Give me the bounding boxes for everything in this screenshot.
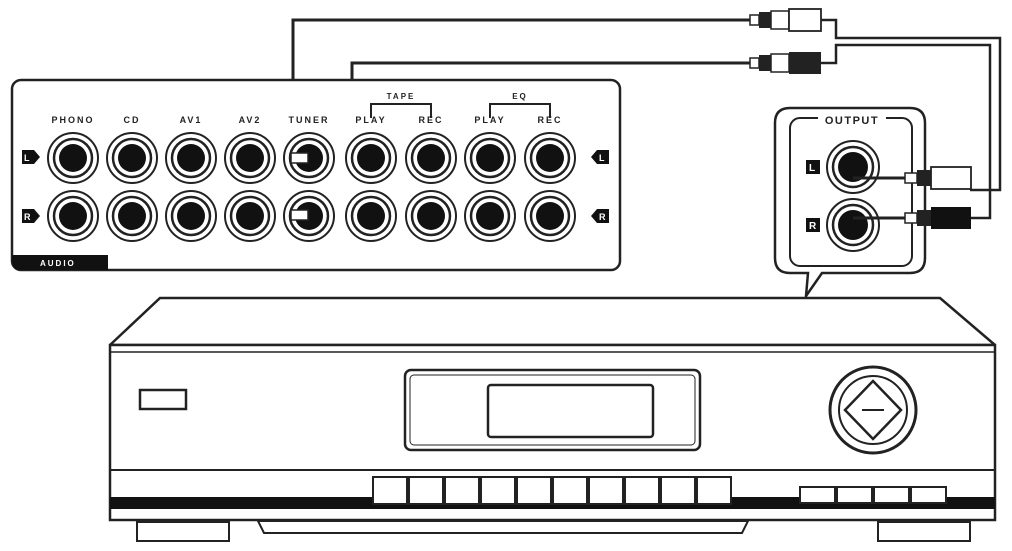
power-button [138, 388, 188, 411]
audio-jack-rec-6-r [405, 190, 457, 242]
display-window [403, 368, 702, 452]
audio-jack-cd-1-r [106, 190, 158, 242]
audio-jack-play-5-r [345, 190, 397, 242]
col-label-phono: PHONO [51, 115, 94, 125]
rca-plug-right [749, 52, 821, 74]
small-button-4 [910, 486, 947, 504]
svg-text:R: R [599, 212, 606, 222]
front-button-5 [516, 476, 552, 505]
output-callout: OUTPUT L R [773, 106, 972, 301]
audio-jack-rec-8-l [524, 132, 576, 184]
front-button-9 [660, 476, 696, 505]
eq-group-label: EQ [512, 92, 528, 101]
audio-jack-rec-6-l [405, 132, 457, 184]
small-button-1 [799, 486, 836, 504]
small-button-2 [836, 486, 873, 504]
col-label-cd: CD [124, 115, 141, 125]
front-button-2 [408, 476, 444, 505]
col-label-tuner: TUNER [289, 115, 330, 125]
output-label-l: L [806, 160, 820, 174]
svg-text:L: L [24, 153, 30, 163]
audio-jack-play-5-l [345, 132, 397, 184]
row-marker-right-r: R [591, 209, 609, 223]
output-jack-right [826, 198, 880, 252]
front-button-3 [444, 476, 480, 505]
front-button-1 [372, 476, 408, 505]
jack-array [47, 132, 576, 242]
output-title: OUTPUT [825, 115, 879, 127]
col-label-av2: AV2 [239, 115, 262, 125]
tuner-plug-tips [290, 152, 309, 221]
rca-plug-left [749, 8, 822, 32]
col-label-av1: AV1 [180, 115, 203, 125]
audio-panel: AUDIO TAPE EQ PHONO CD AV1 AV2 TUNER PLA… [10, 78, 622, 272]
volume-knob [828, 365, 918, 455]
svg-text:L: L [599, 153, 605, 163]
svg-text:L: L [809, 163, 815, 174]
output-label-r: R [806, 218, 820, 232]
unit-feet [136, 520, 971, 542]
front-button-8 [624, 476, 660, 505]
col-label-eq-rec: REC [537, 115, 562, 125]
small-button-3 [873, 486, 910, 504]
output-plug-left [853, 166, 972, 190]
svg-text:R: R [809, 221, 817, 232]
audio-jack-phono-0-l [47, 132, 99, 184]
col-label-tape-play: PLAY [355, 115, 386, 125]
svg-text:R: R [24, 212, 31, 222]
audio-jack-av1-2-r [165, 190, 217, 242]
audio-jack-play-7-r [464, 190, 516, 242]
audio-jack-play-7-l [464, 132, 516, 184]
front-button-4 [480, 476, 516, 505]
eq-bracket [489, 103, 551, 118]
audio-footer-label: AUDIO [40, 259, 76, 268]
front-button-7 [588, 476, 624, 505]
audio-jack-tuner-4-l [283, 132, 335, 184]
output-plug-right [853, 207, 971, 229]
front-button-10 [696, 476, 732, 505]
audio-jack-tuner-4-r [283, 190, 335, 242]
tape-group-label: TAPE [387, 92, 416, 101]
audio-jack-rec-8-r [524, 190, 576, 242]
row-marker-left-r: R [22, 209, 40, 223]
audio-jack-av2-3-r [224, 190, 276, 242]
row-marker-left-l: L [22, 150, 40, 164]
cable-loop [821, 18, 1002, 220]
col-label-eq-play: PLAY [474, 115, 505, 125]
audio-jack-av1-2-l [165, 132, 217, 184]
col-label-tape-rec: REC [418, 115, 443, 125]
small-button-row [799, 486, 947, 504]
output-jack-left [826, 140, 880, 194]
row-marker-right-l: L [591, 150, 609, 164]
audio-jack-av2-3-l [224, 132, 276, 184]
audio-jack-phono-0-r [47, 190, 99, 242]
front-button-row [372, 476, 732, 505]
tape-bracket [370, 103, 432, 118]
audio-jack-cd-1-l [106, 132, 158, 184]
front-button-6 [552, 476, 588, 505]
